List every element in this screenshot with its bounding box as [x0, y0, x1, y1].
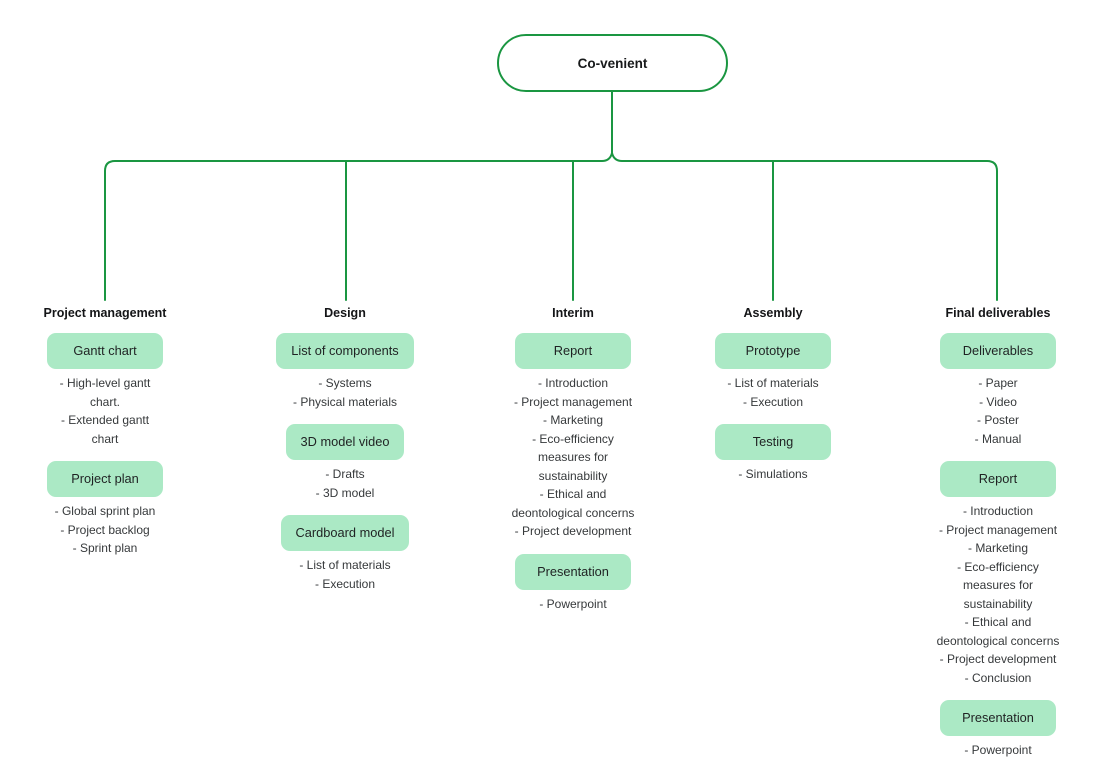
list-item: - Powerpoint [964, 743, 1032, 757]
topic-group: Deliverables - Paper - Video - Poster - … [908, 333, 1088, 448]
list-item: - Project management [513, 394, 633, 409]
topic-items: - Systems - Physical materials [255, 374, 435, 411]
list-item: - Execution [314, 576, 376, 591]
list-item: - Systems [318, 376, 372, 390]
list-item: - Project development [514, 524, 632, 538]
list-item: - Marketing [967, 541, 1029, 555]
topic-node[interactable]: Project plan [47, 461, 163, 497]
topic-node[interactable]: Testing [715, 424, 831, 460]
list-item: - Sprint plan [72, 541, 138, 555]
list-item: - List of materials [299, 558, 391, 572]
topic-node[interactable]: Deliverables [940, 333, 1056, 369]
topic-node[interactable]: List of components [276, 333, 414, 369]
topic-items: - Simulations [683, 465, 863, 484]
topic-group: List of components - Systems - Physical … [255, 333, 435, 411]
branch-header: Final deliverables [945, 306, 1051, 320]
branch-header: Design [324, 306, 366, 320]
topic-items: - Paper - Video - Poster - Manual [908, 374, 1088, 448]
topic-items: - List of materials - Execution [683, 374, 863, 411]
topic-node[interactable]: Prototype [715, 333, 831, 369]
topic-items: - High-level gantt chart. - Extended gan… [15, 374, 195, 448]
branch-column-design: Design List of components - Systems - Ph… [255, 305, 435, 606]
list-item: - Physical materials [292, 394, 398, 409]
topic-group: Cardboard model - List of materials - Ex… [255, 515, 435, 593]
branch-header: Assembly [743, 306, 803, 320]
topic-items: - List of materials - Execution [255, 556, 435, 593]
list-item: - Powerpoint [539, 596, 607, 611]
topic-group: Prototype - List of materials - Executio… [683, 333, 863, 411]
topic-node[interactable]: Report [515, 333, 631, 369]
branch-header: Interim [552, 306, 594, 320]
topic-items: - Powerpoint [483, 595, 663, 614]
root-node[interactable]: Co-venient [497, 34, 728, 92]
list-item: - Poster [976, 413, 1019, 427]
list-item: - Marketing [542, 413, 604, 427]
list-item: - Project development [939, 652, 1057, 666]
list-item: - Eco-efficiency measures for sustainabi… [957, 559, 1039, 611]
topic-items: - Global sprint plan - Project backlog -… [15, 502, 195, 558]
topic-node[interactable]: Gantt chart [47, 333, 163, 369]
topic-node[interactable]: 3D model video [285, 424, 405, 460]
topic-group: Testing - Simulations [683, 424, 863, 484]
topic-items: - Introduction - Project management - Ma… [483, 374, 663, 541]
topic-node[interactable]: Presentation [940, 700, 1056, 736]
list-item: - Manual [974, 431, 1022, 446]
list-item: - Paper [978, 376, 1018, 390]
list-item: - Simulations [738, 467, 808, 481]
list-item: - Video [979, 394, 1017, 409]
list-item: - Global sprint plan [54, 504, 156, 518]
topic-items: - Drafts - 3D model [255, 465, 435, 502]
list-item: - High-level gantt chart. [59, 376, 151, 409]
list-item: - Drafts [325, 467, 365, 481]
list-item: - Ethical and deontological concerns [511, 487, 635, 520]
list-item: - Conclusion [964, 670, 1032, 685]
branch-column-assembly: Assembly Prototype - List of materials -… [683, 305, 863, 497]
topic-node[interactable]: Report [940, 461, 1056, 497]
connector-trunk-right [611, 91, 998, 301]
list-item: - 3D model [315, 485, 375, 500]
list-item: - List of materials [727, 376, 819, 390]
branch-column-final-deliverables: Final deliverables Deliverables - Paper … [908, 305, 1088, 766]
topic-node[interactable]: Cardboard model [280, 515, 410, 551]
branch-header: Project management [43, 306, 167, 320]
list-item: - Eco-efficiency measures for sustainabi… [532, 431, 614, 483]
branch-column-interim: Interim Report - Introduction - Project … [483, 305, 663, 626]
topic-node[interactable]: Presentation [515, 553, 631, 590]
topic-group: Gantt chart - High-level gantt chart. - … [15, 333, 195, 448]
list-item: - Ethical and deontological concerns [936, 615, 1060, 648]
list-item: - Execution [742, 394, 804, 409]
topic-group: Report - Introduction - Project manageme… [908, 461, 1088, 687]
topic-items: - Powerpoint [908, 741, 1088, 760]
list-item: - Project management [938, 522, 1058, 537]
connector-trunk-left [104, 91, 613, 301]
topic-group: 3D model video - Drafts - 3D model [255, 424, 435, 502]
branch-column-project-management: Project management Gantt chart - High-le… [15, 305, 195, 571]
list-item: - Introduction [537, 376, 609, 390]
topic-group: Presentation - Powerpoint [483, 553, 663, 614]
list-item: - Extended gantt chart [60, 413, 150, 446]
topic-items: - Introduction - Project management - Ma… [908, 502, 1088, 687]
topic-group: Project plan - Global sprint plan - Proj… [15, 461, 195, 558]
list-item: - Introduction [962, 504, 1034, 518]
topic-group: Presentation - Powerpoint [908, 700, 1088, 760]
topic-group: Report - Introduction - Project manageme… [483, 333, 663, 541]
root-node-label: Co-venient [577, 55, 648, 71]
list-item: - Project backlog [60, 522, 150, 537]
